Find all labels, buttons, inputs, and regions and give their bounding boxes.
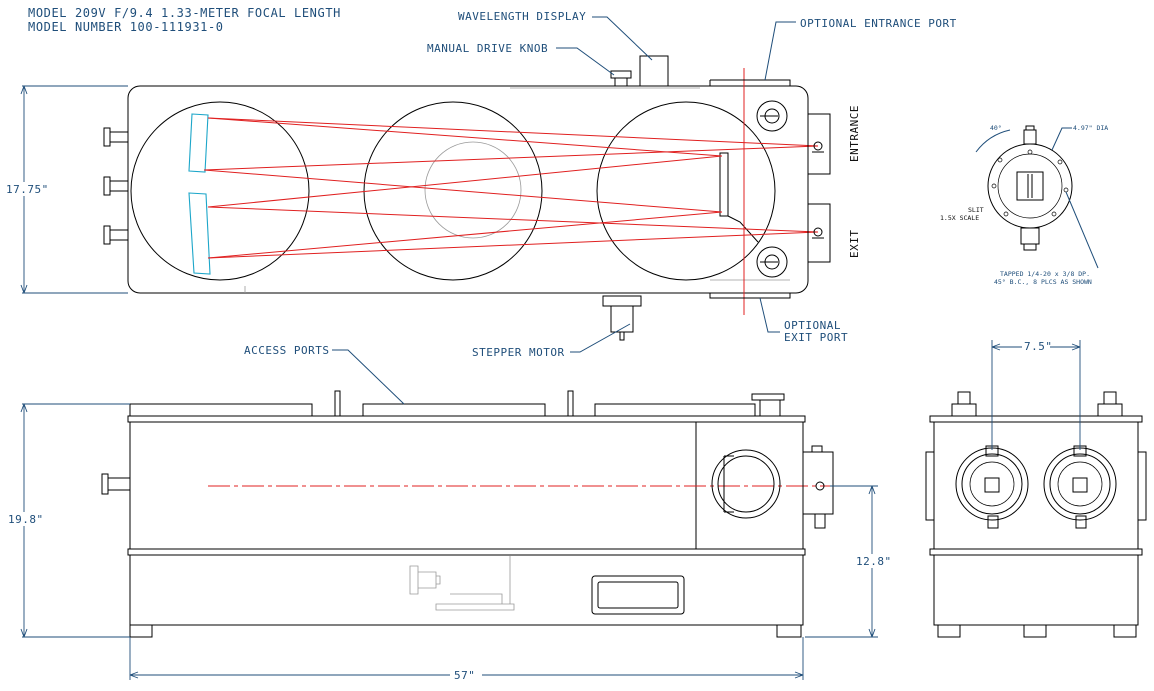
base-housing xyxy=(129,554,804,626)
slit-dia: 4.97" DIA xyxy=(1073,124,1108,132)
optical-beam-path xyxy=(203,117,819,259)
dim-front-height: 19.8" xyxy=(6,403,130,638)
length-value: 57" xyxy=(454,669,475,682)
slit-window xyxy=(1016,171,1044,201)
exit-fold xyxy=(727,215,759,243)
exit-port-knob xyxy=(756,246,788,278)
side-right-handle xyxy=(1137,451,1147,521)
lower-mirror xyxy=(188,192,211,275)
collimating-mirror-chamber xyxy=(130,101,310,281)
grating-turret xyxy=(424,141,522,239)
side-exit-slit xyxy=(1043,445,1117,529)
front-view xyxy=(101,390,834,638)
title-line-2: MODEL NUMBER 100-111931-0 xyxy=(28,20,224,34)
slit-scale: 1.5X SCALE xyxy=(940,214,979,222)
side-view xyxy=(925,391,1147,638)
dim-top-height: 17.75" xyxy=(4,85,128,294)
stepper-motor-callout: STEPPER MOTOR xyxy=(472,346,565,359)
slit-tapped-1: TAPPED 1/4-20 x 3/8 DP. xyxy=(1000,270,1090,278)
optional-entrance-flange xyxy=(709,79,791,86)
top-height-value: 17.75" xyxy=(6,183,49,196)
optional-exit-port-callout-1: OPTIONAL xyxy=(784,319,841,332)
foot-left xyxy=(129,624,153,638)
slit-tapped-leader xyxy=(1065,191,1099,269)
port-spacing-value: 7.5" xyxy=(1024,340,1053,353)
access-ports-leader xyxy=(332,349,405,405)
access-port-plate-3 xyxy=(594,403,756,417)
foot-right xyxy=(776,624,802,638)
upper-mirror xyxy=(188,113,209,173)
side-entrance-slit xyxy=(955,445,1029,529)
title-line-1: MODEL 209V F/9.4 1.33-METER FOCAL LENGTH xyxy=(28,6,341,20)
top-view: ENTRANCE EXIT xyxy=(103,55,861,341)
optional-exit-port-callout-2: EXIT PORT xyxy=(784,331,848,344)
side-base xyxy=(933,554,1139,626)
access-port-plate-1 xyxy=(129,403,313,417)
optional-entrance-port-leader xyxy=(764,21,796,81)
optional-exit-port-leader xyxy=(759,297,780,333)
dim-length: 57" xyxy=(129,637,804,682)
slit-label: SLIT xyxy=(968,206,984,214)
dim-port-height: 12.8" xyxy=(805,485,892,638)
stepper-motor-leader xyxy=(570,323,631,353)
wavelength-display xyxy=(639,55,669,87)
base-access-panel xyxy=(591,575,685,615)
exit-label: EXIT xyxy=(848,230,861,259)
top-view-housing xyxy=(127,85,809,294)
stepper-motor xyxy=(602,295,642,341)
manual-drive-knob-callout: MANUAL DRIVE KNOB xyxy=(427,42,548,55)
wavelength-display-callout: WAVELENGTH DISPLAY xyxy=(458,10,586,23)
slit-angle-arc xyxy=(975,129,1011,153)
slit-dia-leader xyxy=(1051,127,1072,151)
focusing-chamber xyxy=(596,101,776,281)
dim-port-spacing: 7.5" xyxy=(991,339,1081,450)
exit-slit-housing xyxy=(807,203,831,263)
optional-exit-flange xyxy=(709,293,791,299)
entrance-label: ENTRANCE xyxy=(848,105,861,162)
front-left-port xyxy=(107,477,131,491)
access-port-plate-2 xyxy=(362,403,546,417)
slit-tapped-2: 45° B.C., 8 PLCS AS SHOWN xyxy=(994,278,1092,286)
entrance-port-knob xyxy=(756,100,788,132)
base-internal-pump xyxy=(409,556,515,611)
manual-drive-knob-leader xyxy=(556,47,615,76)
slit-flange xyxy=(987,143,1073,229)
front-exit-port xyxy=(711,449,781,519)
side-left-handle xyxy=(925,451,935,521)
grating-chamber xyxy=(363,101,543,281)
slit-micrometer xyxy=(1023,129,1037,145)
left-flange-ports xyxy=(103,127,129,245)
top-view-inner-lines xyxy=(244,87,790,293)
port-height-value: 12.8" xyxy=(856,555,892,568)
entrance-slit-housing xyxy=(807,113,831,175)
side-top-rail xyxy=(929,415,1143,423)
wavelength-display-leader xyxy=(592,16,653,61)
folding-mirror xyxy=(719,152,729,217)
front-height-value: 19.8" xyxy=(8,513,44,526)
slit-detail: 40° 4.97" DIA SLIT 1.5X SCALE TAPPED 1/4… xyxy=(940,124,1108,286)
slit-angle: 40° xyxy=(990,124,1002,132)
middle-rail xyxy=(127,548,806,556)
slit-shutter xyxy=(1020,227,1040,245)
top-rail xyxy=(127,415,806,423)
access-ports-callout: ACCESS PORTS xyxy=(244,344,329,357)
optional-entrance-port-callout: OPTIONAL ENTRANCE PORT xyxy=(800,17,957,30)
